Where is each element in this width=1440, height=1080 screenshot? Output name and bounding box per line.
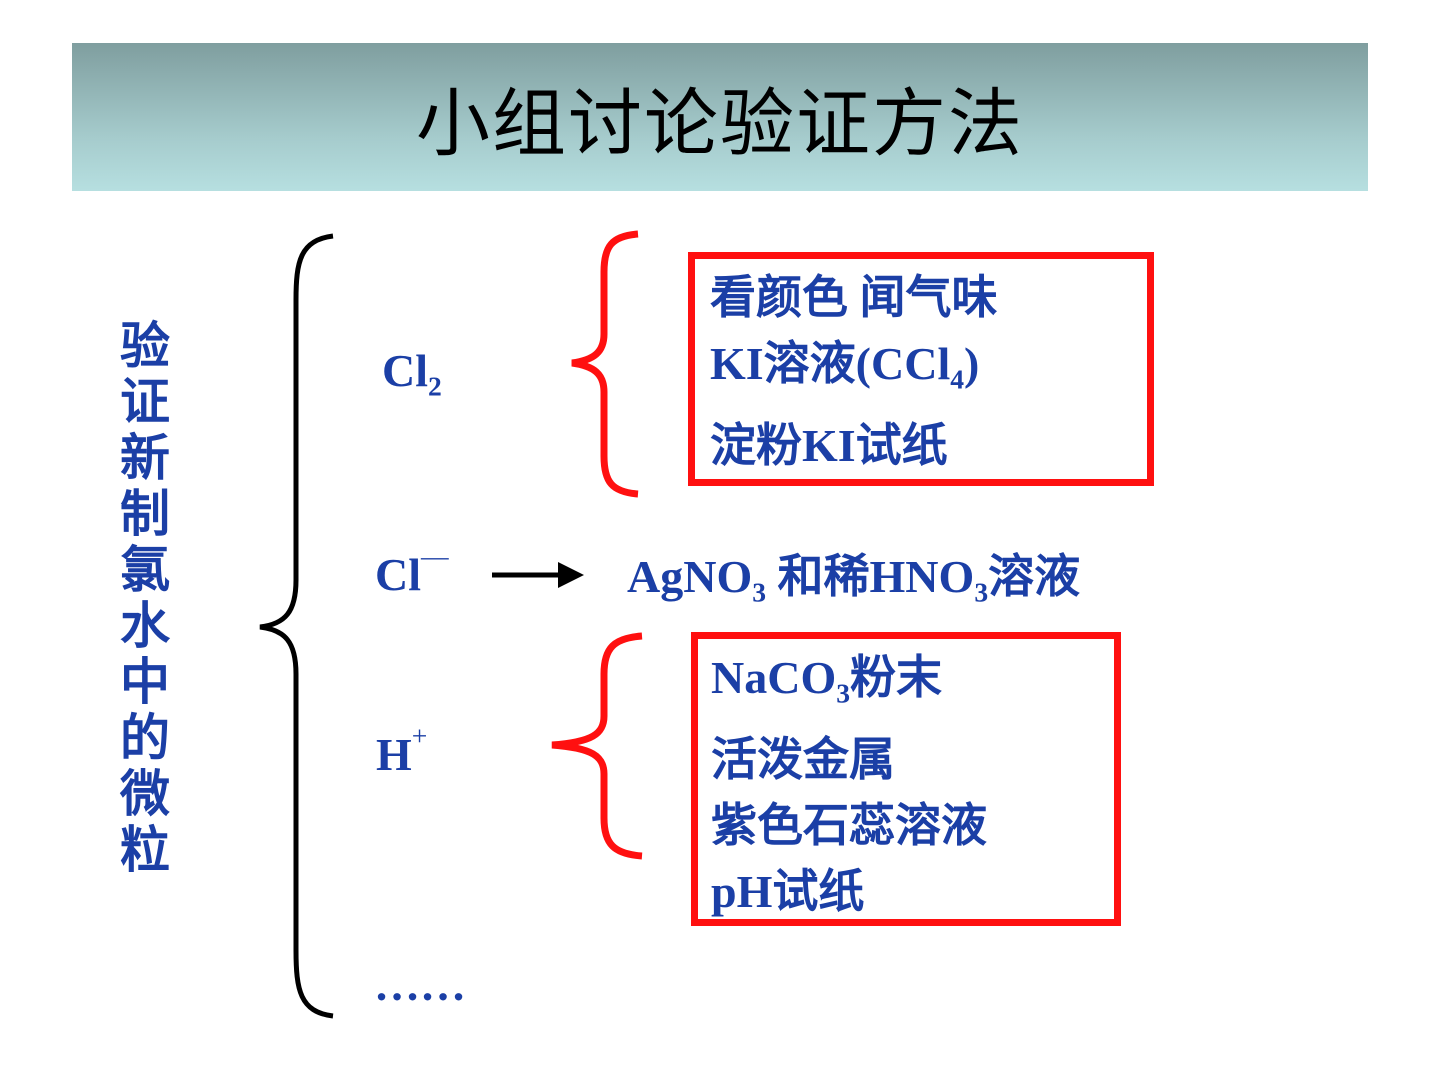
slide-title: 小组讨论验证方法 [416, 80, 1024, 167]
method-line: 看颜色 闻气味 [710, 272, 998, 323]
side-label-char: 中 [120, 653, 170, 711]
method-line: pH试纸 [711, 865, 865, 917]
ellipsis: …… [374, 959, 466, 1010]
side-label-char: 制 [120, 485, 170, 543]
h-plus-methods-list: NaCO3粉末 活泼金属 紫色石蕊溶液 pH试纸 [711, 645, 987, 925]
method-line: 活泼金属 [711, 733, 895, 785]
red-brace-icon [571, 230, 639, 498]
cl2-methods-list: 看颜色 闻气味 KI溶液(CCl4) 淀粉KI试纸 [710, 265, 998, 479]
side-label-char: 粒 [120, 821, 170, 879]
side-label-char: 证 [120, 373, 170, 431]
cl2-methods-box [688, 252, 1154, 486]
species-cl2: Cl2 [382, 345, 442, 402]
side-label-char: 验 [120, 317, 170, 375]
species-cl-minus: Cl— [375, 540, 449, 600]
side-label-char: 氯 [120, 541, 170, 599]
vertical-side-label: 验 证 新 制 氯 水 中 的 微 粒 [110, 318, 180, 878]
right-arrow-icon [492, 562, 584, 588]
side-label-char: 水 [120, 597, 170, 655]
red-brace-icon [551, 632, 643, 860]
h-plus-methods-box [691, 632, 1121, 926]
method-line: NaCO3粉末 [711, 652, 943, 709]
method-line: 紫色石蕊溶液 [711, 799, 987, 851]
method-line: 淀粉KI试纸 [710, 419, 948, 471]
side-label-char: 新 [120, 429, 170, 487]
title-bar: 小组讨论验证方法 [72, 43, 1368, 191]
side-label-char: 的 [120, 709, 170, 767]
cl-minus-reagent: AgNO3 和稀HNO3溶液 [627, 551, 1081, 608]
species-h-plus: H+ [376, 720, 428, 780]
side-label-char: 微 [120, 765, 170, 823]
black-brace-icon [259, 233, 334, 1019]
method-line: KI溶液(CCl4) [710, 338, 980, 395]
